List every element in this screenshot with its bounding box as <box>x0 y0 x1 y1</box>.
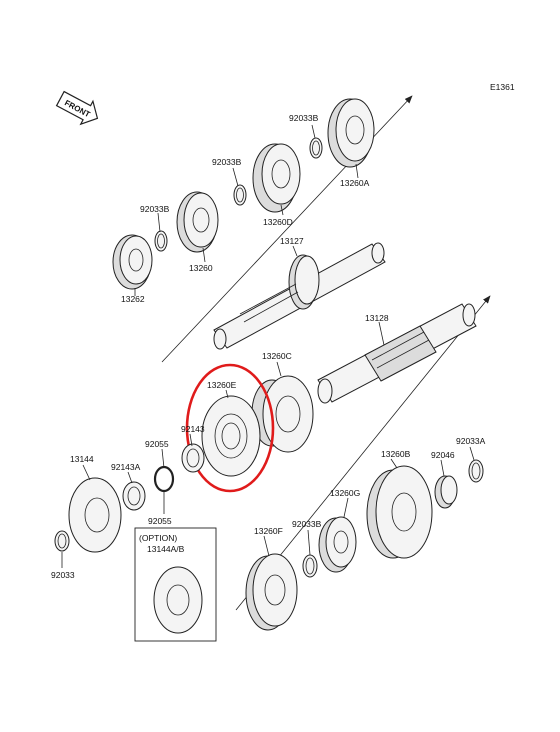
shaft-13128 <box>317 303 477 404</box>
label-13262: 13262 <box>121 294 145 304</box>
label-92033b-a: 92033B <box>289 113 319 123</box>
gear-13260b <box>366 465 433 559</box>
gear-13262 <box>112 234 153 290</box>
label-13260e: 13260E <box>207 380 237 390</box>
option-box <box>134 527 217 642</box>
highlight-circle <box>185 363 275 493</box>
label-13260d: 13260D <box>263 217 293 227</box>
label-13260b: 13260B <box>381 449 411 459</box>
gear-13260f <box>245 553 298 631</box>
label-13260a: 13260A <box>340 178 370 188</box>
label-92046: 92046 <box>431 450 455 460</box>
label-92033a: 92033A <box>456 436 486 446</box>
option-label: (OPTION) <box>139 533 177 543</box>
gear-13260c <box>251 375 314 453</box>
bearing-92046 <box>434 475 458 509</box>
label-13144: 13144 <box>70 454 94 464</box>
part-labels: 92033B 13260A 92033B 13260D 92033B 13260… <box>51 113 486 580</box>
shaft-13127 <box>213 242 386 350</box>
ring-92033a <box>468 459 484 483</box>
sprocket-13144 <box>68 477 122 553</box>
ring-92033b-b <box>233 184 247 206</box>
diagram-id: E1361 <box>490 82 515 92</box>
label-13260: 13260 <box>189 263 213 273</box>
label-92033: 92033 <box>51 570 75 580</box>
label-92033b-d: 92033B <box>292 519 322 529</box>
label-92033b-b: 92033B <box>212 157 242 167</box>
label-13260g: 13260G <box>330 488 360 498</box>
label-92143a: 92143A <box>111 462 141 472</box>
gear-13260 <box>176 191 219 253</box>
gear-13260g <box>318 516 357 573</box>
circlip-92033 <box>54 530 70 552</box>
label-13127: 13127 <box>280 236 304 246</box>
label-13144ab: 13144A/B <box>147 544 185 554</box>
gear-13260a <box>327 98 375 168</box>
collar-92143a <box>122 481 146 511</box>
label-92055-a: 92055 <box>145 439 169 449</box>
oring-92055-a <box>153 465 175 493</box>
label-92055-b: 92055 <box>148 516 172 526</box>
washer-92143 <box>181 443 205 473</box>
ring-92033b-a <box>309 137 323 159</box>
label-13260c: 13260C <box>262 351 292 361</box>
front-arrow-icon: FRONT <box>55 90 99 126</box>
gear-13260e <box>201 395 261 477</box>
label-92143: 92143 <box>181 424 205 434</box>
label-13128: 13128 <box>365 313 389 323</box>
gear-13260d <box>252 143 301 213</box>
leader-lines <box>61 124 475 568</box>
label-13260f: 13260F <box>254 526 283 536</box>
label-92033b-c: 92033B <box>140 204 170 214</box>
ring-92033b-c <box>154 230 168 252</box>
ring-92033b-d <box>302 554 318 578</box>
